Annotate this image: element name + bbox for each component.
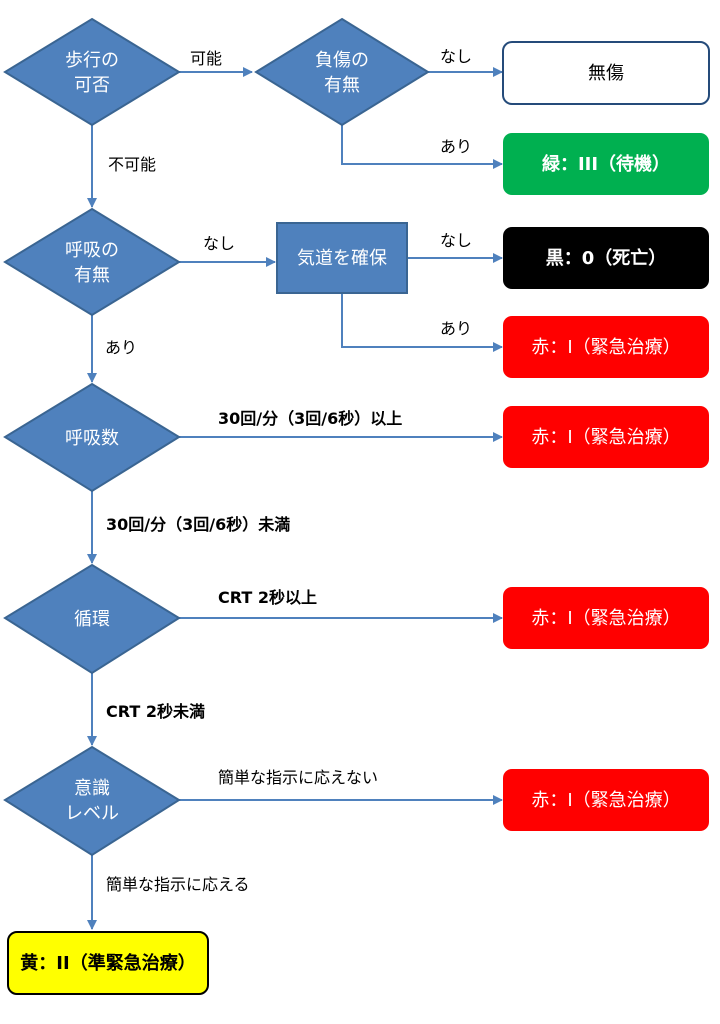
edge-label-breath-none: なし xyxy=(203,234,235,253)
edge-label-resp-high: 30回/分（3回/6秒）以上 xyxy=(218,409,402,428)
decision-breathing-line1: 呼吸の xyxy=(65,240,119,261)
edge-label-can-follow: 簡単な指示に応える xyxy=(106,875,250,894)
outcome-black: 黒：0（死亡） xyxy=(503,227,709,289)
edge-label-breath-yes: あり xyxy=(105,338,137,357)
process-airway: 気道を確保 xyxy=(276,222,408,294)
connectors xyxy=(87,67,503,930)
decision-breathing: 呼吸の 有無 xyxy=(3,207,181,317)
edge-label-crt-low: CRT 2秒未満 xyxy=(106,702,205,721)
edge-label-airway-none: なし xyxy=(440,231,472,250)
outcome-red-airway-label: 赤：I（緊急治療） xyxy=(531,337,680,358)
edge-injury-to-green xyxy=(341,125,503,169)
outcome-red-conscious-label: 赤：I（緊急治療） xyxy=(531,790,680,811)
outcome-no-injury-label: 無傷 xyxy=(588,63,624,84)
outcome-red-crt-label: 赤：I（緊急治療） xyxy=(531,608,680,629)
decision-consciousness-line1: 意識 xyxy=(74,778,110,799)
edge-label-resp-low: 30回/分（3回/6秒）未満 xyxy=(106,515,290,534)
outcome-red-conscious: 赤：I（緊急治療） xyxy=(503,769,709,831)
outcome-no-injury: 無傷 xyxy=(502,41,710,105)
decision-walk-line2: 可否 xyxy=(74,75,110,96)
decision-walk-line1: 歩行の xyxy=(65,50,119,71)
edge-label-crt-high: CRT 2秒以上 xyxy=(218,588,317,607)
decision-resp-rate: 呼吸数 xyxy=(3,382,181,493)
outcome-black-label: 黒：0（死亡） xyxy=(546,247,667,269)
decision-breathing-line2: 有無 xyxy=(74,265,110,286)
decision-consciousness-line2: レベル xyxy=(65,803,119,824)
edge-airway-to-red xyxy=(341,293,503,352)
decision-injury: 負傷の 有無 xyxy=(254,17,430,127)
decision-injury-line1: 負傷の xyxy=(315,50,369,71)
decision-walk: 歩行の 可否 xyxy=(3,17,181,127)
edge-label-cannot-follow: 簡単な指示に応えない xyxy=(218,768,378,787)
outcome-yellow: 黄：II（準緊急治療） xyxy=(7,931,209,995)
decision-circulation: 循環 xyxy=(3,563,181,675)
outcome-red-crt: 赤：I（緊急治療） xyxy=(503,587,709,649)
outcome-green: 緑：III（待機） xyxy=(503,133,709,195)
decision-resp-rate-label: 呼吸数 xyxy=(65,428,119,449)
outcome-yellow-label: 黄：II（準緊急治療） xyxy=(20,952,195,974)
edge-label-injury-yes: あり xyxy=(440,137,472,156)
outcome-green-label: 緑：III（待機） xyxy=(542,153,670,175)
process-airway-label: 気道を確保 xyxy=(297,248,387,269)
edge-label-injury-none: なし xyxy=(440,47,472,66)
edge-label-airway-yes: あり xyxy=(440,319,472,338)
edge-label-walk-possible: 可能 xyxy=(190,49,222,68)
decision-consciousness: 意識 レベル xyxy=(3,745,181,857)
edge-label-walk-impossible: 不可能 xyxy=(108,155,156,174)
outcome-red-resp: 赤：I（緊急治療） xyxy=(503,406,709,468)
outcome-red-airway: 赤：I（緊急治療） xyxy=(503,316,709,378)
decision-injury-line2: 有無 xyxy=(324,75,360,96)
decision-circulation-label: 循環 xyxy=(74,609,110,630)
outcome-red-resp-label: 赤：I（緊急治療） xyxy=(531,427,680,448)
